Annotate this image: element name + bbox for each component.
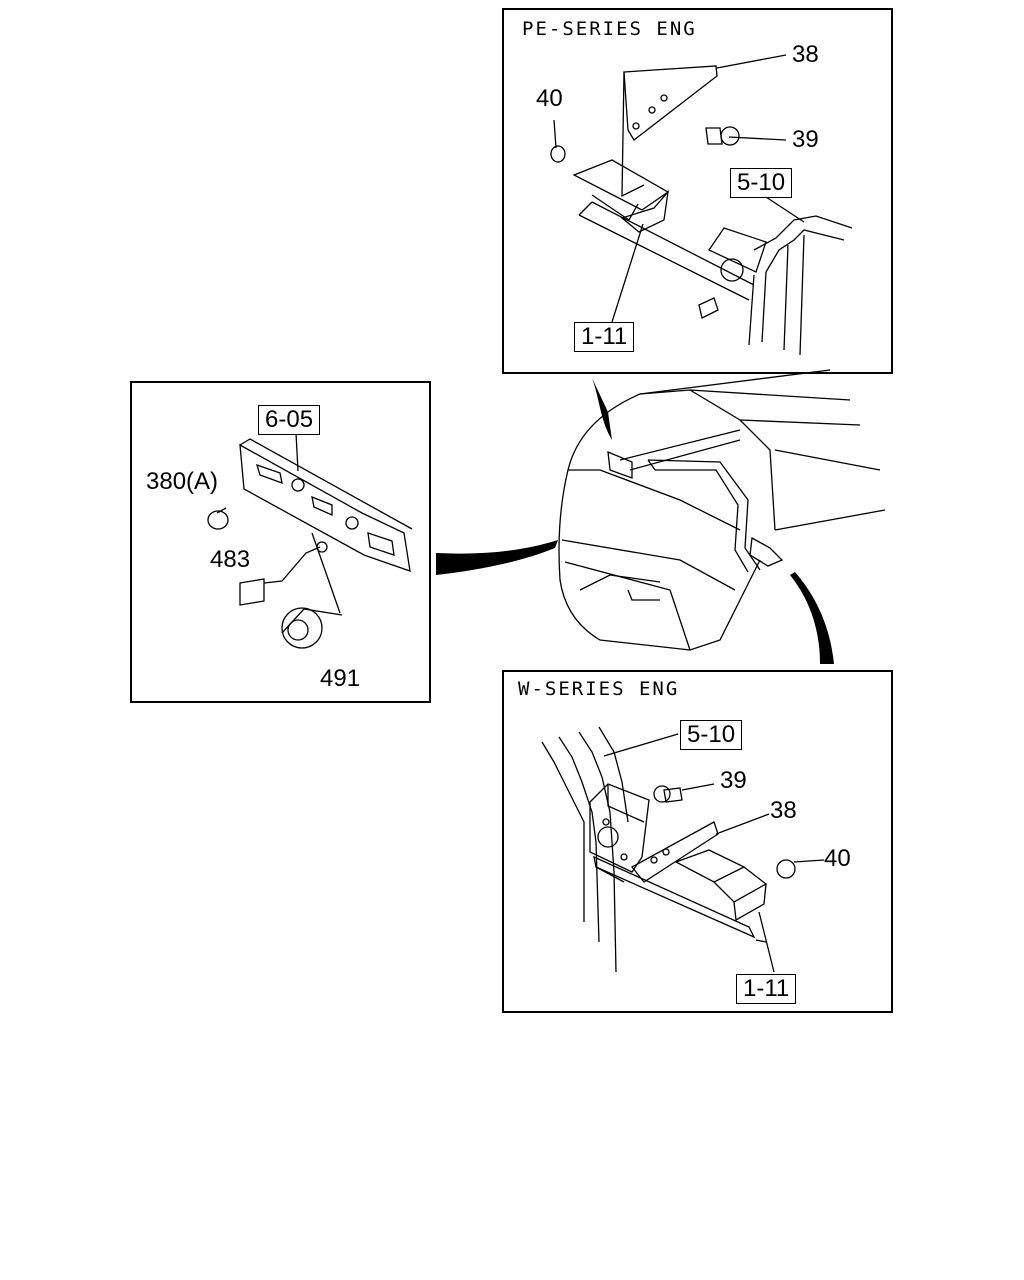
callout-40-w: 40 <box>824 845 851 872</box>
leader-39 <box>729 137 786 140</box>
mount-detail-panel: 6-05 380(A) 483 491 <box>130 381 431 703</box>
callout-380a: 380(A) <box>146 468 219 495</box>
ref-box-1-11: 1-11 <box>574 322 635 352</box>
w-series-drawing <box>504 672 895 1015</box>
leader-38 <box>717 55 786 68</box>
leader-6-05 <box>296 433 298 471</box>
cab-frame-member <box>648 460 760 570</box>
mount-bracket <box>622 192 668 232</box>
pe-series-title: PE-SERIES ENG <box>522 18 697 40</box>
leader-38-w <box>716 814 769 834</box>
callout-39: 39 <box>792 126 819 153</box>
leader-39-w <box>682 784 714 790</box>
leader-380a <box>217 508 226 513</box>
ref-box-5-10-w: 5-10 <box>680 720 743 750</box>
bracket-38 <box>624 66 717 140</box>
leader-40 <box>554 120 556 148</box>
pe-series-panel: PE-SERIES ENG <box>502 8 893 374</box>
arrow-to-left-panel <box>436 540 558 575</box>
arrow-to-pe-panel <box>592 378 612 440</box>
callout-40: 40 <box>536 85 563 112</box>
leader-5-10 <box>766 197 804 222</box>
cab-roof <box>568 390 775 530</box>
leader-1-11 <box>612 224 643 322</box>
callout-38: 38 <box>792 41 819 68</box>
mount-detail-drawing <box>132 383 433 705</box>
callout-38-w: 38 <box>770 797 797 824</box>
w-series-panel: W-SERIES ENG <box>502 670 893 1013</box>
callout-491: 491 <box>320 665 361 692</box>
leader-40-w <box>794 860 824 862</box>
callout-483: 483 <box>210 546 251 573</box>
pe-series-drawing <box>504 10 895 376</box>
ref-box-5-10: 5-10 <box>730 168 793 198</box>
arrow-to-w-panel <box>790 572 834 664</box>
ref-box-1-11-w: 1-11 <box>736 974 797 1004</box>
w-series-title: W-SERIES ENG <box>518 678 680 700</box>
leader-5-10-w <box>604 734 678 756</box>
ref-box-6-05: 6-05 <box>258 405 321 435</box>
leader-1-11-w <box>759 912 774 972</box>
callout-39-w: 39 <box>720 767 747 794</box>
mounting-plate <box>240 445 410 571</box>
